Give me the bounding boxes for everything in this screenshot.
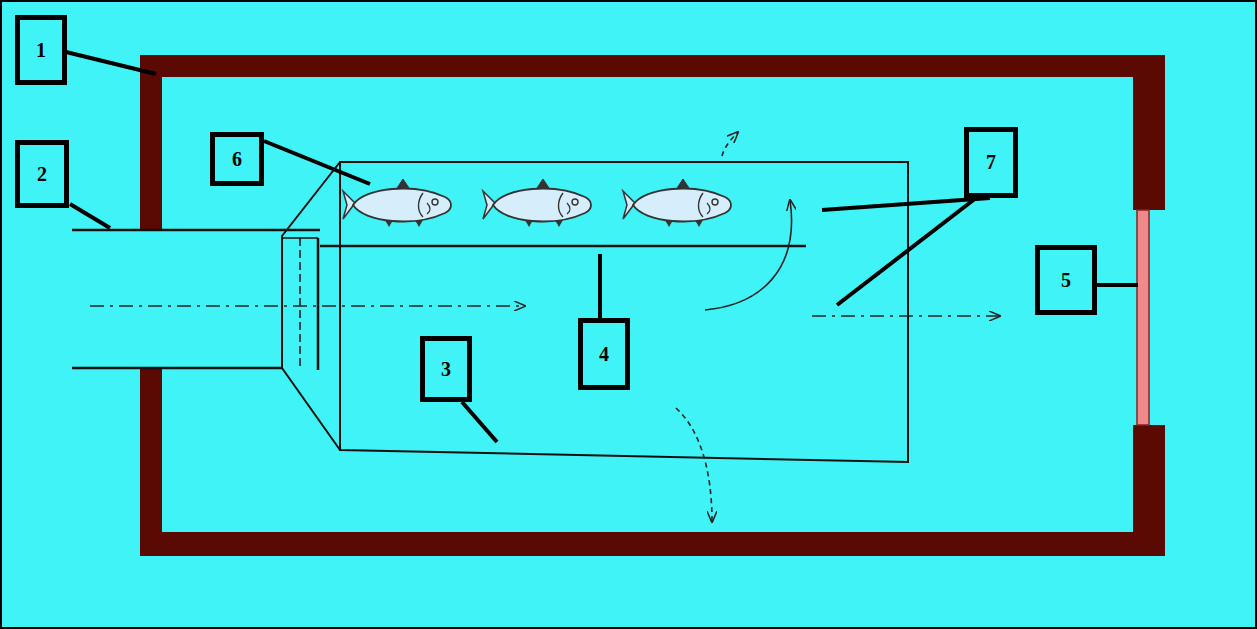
callout-number: 6 [232, 148, 242, 171]
callout-box: 3 [420, 336, 472, 402]
leader-lines [66, 52, 1138, 442]
callout-box: 7 [964, 127, 1018, 198]
flow-arrows [90, 132, 1000, 522]
callout-box: 1 [15, 15, 67, 85]
callout-box: 2 [15, 140, 69, 208]
partition [320, 245, 806, 248]
callout-box: 6 [210, 132, 264, 186]
callout-box: 5 [1035, 245, 1097, 315]
callout-box: 4 [578, 318, 630, 390]
callout-number: 1 [36, 39, 46, 62]
cage [282, 162, 908, 462]
callout-number: 2 [37, 163, 47, 186]
window [1137, 210, 1149, 425]
callout-number: 3 [441, 358, 451, 381]
callout-number: 4 [599, 343, 609, 366]
callout-number: 5 [1061, 269, 1071, 292]
callout-number: 7 [986, 151, 996, 174]
fish [343, 179, 731, 227]
